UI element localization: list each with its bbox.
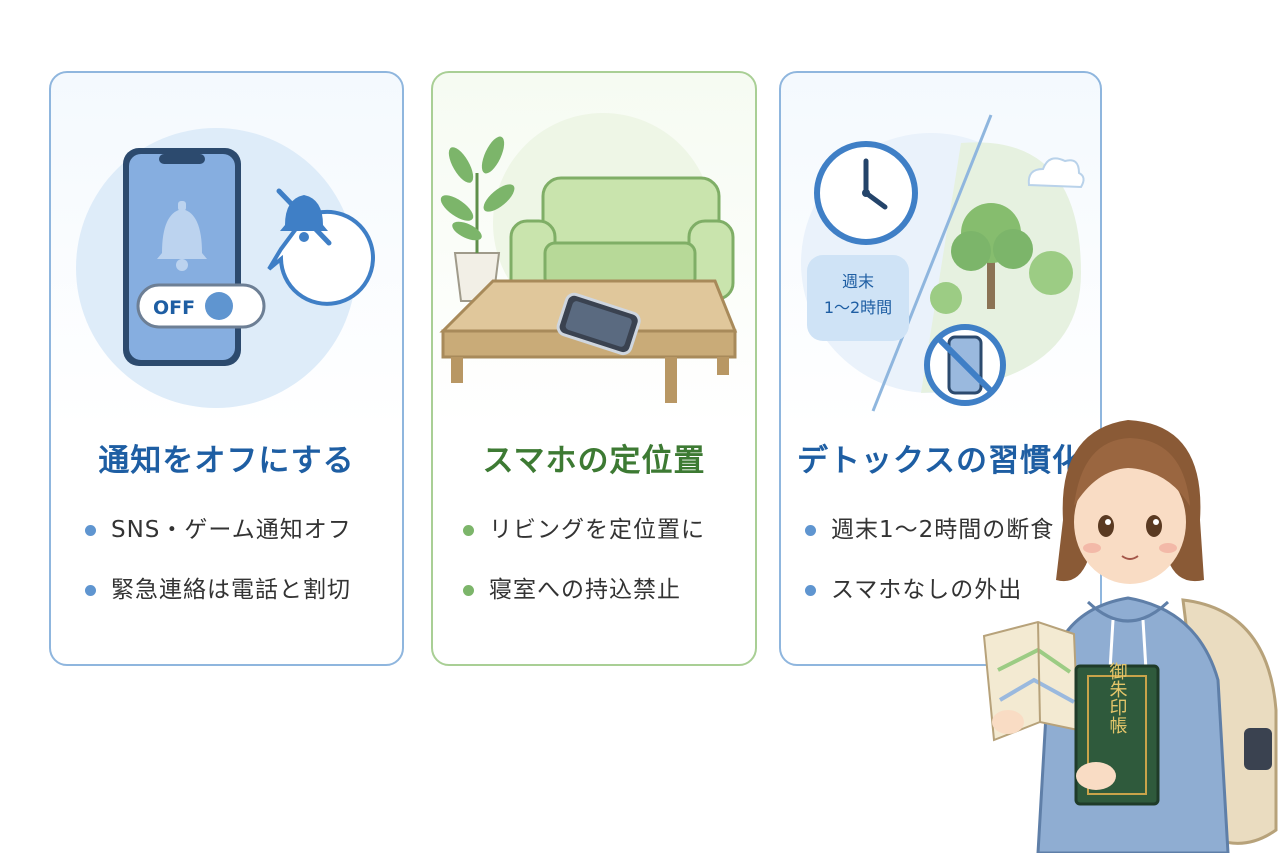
girl-character-illustration: 御朱印帳 xyxy=(982,420,1278,853)
tree-icon xyxy=(930,203,1073,314)
toggle-off-label: OFF xyxy=(153,297,195,319)
bullet-dot xyxy=(85,585,96,596)
bullet-list: SNS・ゲーム通知オフ 緊急連絡は電話と割切 xyxy=(85,513,352,633)
card-notifications-off: OFF 通知をオフにする SNS・ゲーム通知オフ 緊急連絡は電話と割切 xyxy=(49,71,404,666)
phone-icon xyxy=(556,292,641,356)
book-label: 御朱印帳 xyxy=(1107,662,1128,734)
bullet-dot xyxy=(463,585,474,596)
bell-icon xyxy=(157,201,207,271)
clock-icon xyxy=(814,141,918,245)
bell-muted-icon xyxy=(267,188,375,306)
list-item: 週末1〜2時間の断食 xyxy=(805,513,1054,573)
list-item-text: 週末1〜2時間の断食 xyxy=(831,517,1055,543)
bullet-dot xyxy=(85,525,96,536)
card-phone-place: スマホの定位置 リビングを定位置に 寝室への持込禁止 xyxy=(431,71,757,666)
weekend-badge xyxy=(807,255,909,341)
list-item-text: リビングを定位置に xyxy=(489,517,705,543)
card-title: スマホの定位置 xyxy=(482,443,706,479)
bullet-dot xyxy=(463,525,474,536)
bullet-dot xyxy=(805,525,816,536)
list-item: スマホなしの外出 xyxy=(805,573,1054,633)
list-item: リビングを定位置に xyxy=(463,513,705,573)
weekend-badge-text: 週末 1〜2時間 xyxy=(823,272,893,317)
bullet-list: 週末1〜2時間の断食 スマホなしの外出 xyxy=(805,513,1054,633)
card-detox-habit: 週末 1〜2時間 デトックスの習慣化 週末1〜2時間の断食 スマホなしの外出 xyxy=(779,71,1102,666)
list-item-text: 寝室への持込禁止 xyxy=(489,577,681,603)
list-item-text: SNS・ゲーム通知オフ xyxy=(111,517,352,543)
card-title: デトックスの習慣化 xyxy=(796,443,1085,479)
list-item: 緊急連絡は電話と割切 xyxy=(85,573,352,633)
living-room-illustration xyxy=(439,113,738,403)
toggle-switch-icon: OFF xyxy=(136,283,266,329)
cloud-icon xyxy=(1027,157,1085,189)
list-item-text: スマホなしの外出 xyxy=(831,577,1023,603)
list-item-text: 緊急連絡は電話と割切 xyxy=(111,577,351,603)
bullet-list: リビングを定位置に 寝室への持込禁止 xyxy=(463,513,705,633)
card-title: 通知をオフにする xyxy=(98,443,355,479)
bullet-dot xyxy=(805,585,816,596)
notification-illustration: OFF xyxy=(76,128,375,408)
list-item: SNS・ゲーム通知オフ xyxy=(85,513,352,573)
detox-illustration xyxy=(801,114,1085,412)
list-item: 寝室への持込禁止 xyxy=(463,573,705,633)
no-phone-icon xyxy=(924,324,1006,406)
